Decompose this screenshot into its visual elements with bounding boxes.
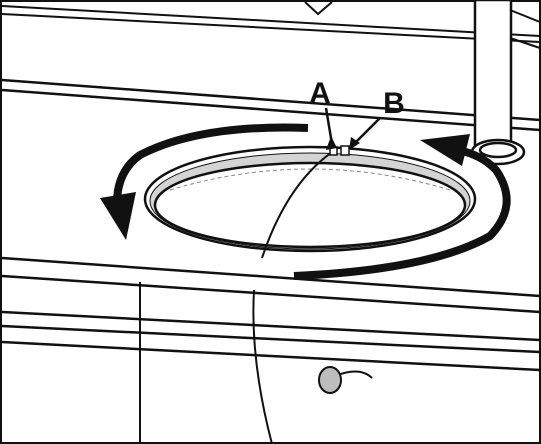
front-panel xyxy=(1,256,541,372)
upper-rim xyxy=(1,5,541,43)
side-bracket xyxy=(509,9,541,49)
gasket-inner xyxy=(153,161,467,249)
wash-arm-wire xyxy=(261,147,339,259)
arrowhead-right xyxy=(420,134,470,166)
seal-hatching xyxy=(169,168,451,191)
filler-post xyxy=(470,0,526,166)
label-b: B xyxy=(383,87,405,120)
panel-supports xyxy=(139,282,273,444)
pointer-tips xyxy=(326,136,360,150)
drum-opening xyxy=(143,145,477,253)
rotation-arrow-left xyxy=(100,123,309,240)
label-a: A xyxy=(309,77,331,110)
arrowhead-left xyxy=(100,192,136,240)
rotation-arrow-right xyxy=(293,134,511,280)
top-hinge-fragment xyxy=(304,1,333,16)
joint-marker-b xyxy=(340,145,350,156)
drain-knob xyxy=(318,366,373,394)
drum-ledge xyxy=(1,78,541,132)
